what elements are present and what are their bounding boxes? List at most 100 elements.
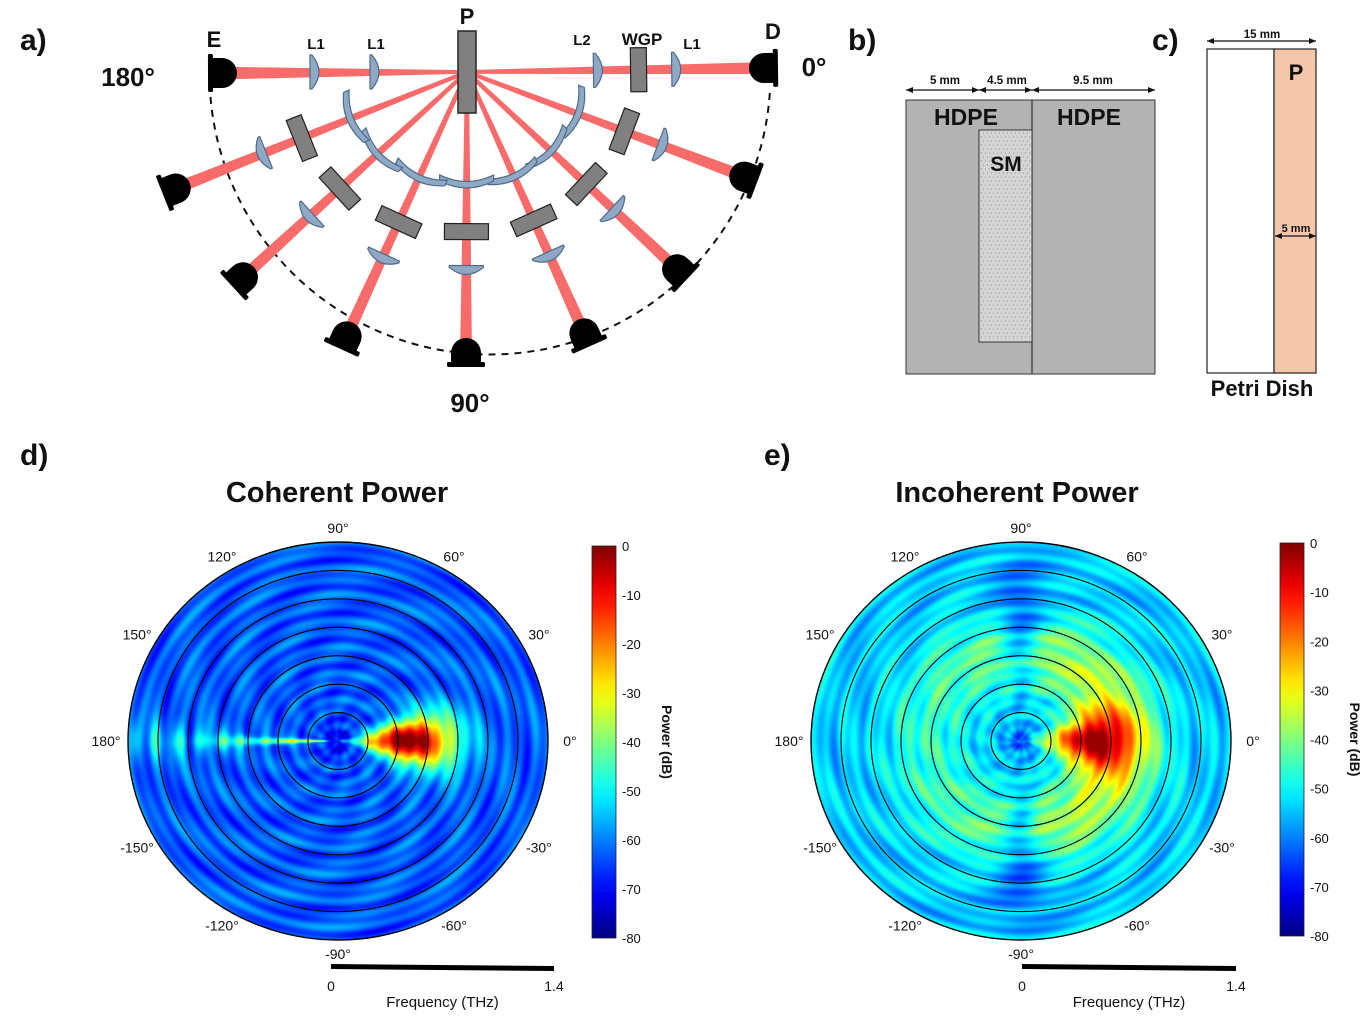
- sm-texture-dot: [1008, 256, 1011, 258]
- sm-texture-dot: [1000, 144, 1003, 146]
- sample-label-p: P: [460, 4, 475, 29]
- dim-arrow-4-5mm-head: [979, 87, 986, 93]
- lens-l1-det-1: [651, 127, 669, 162]
- sm-texture-dot: [1002, 164, 1005, 166]
- sm-texture-dot: [996, 264, 999, 266]
- sm-texture-dot: [994, 332, 997, 334]
- sm-texture-dot: [992, 232, 995, 234]
- sm-texture-dot: [1016, 208, 1019, 210]
- sm-texture-dot: [998, 284, 1001, 286]
- sm-texture-dot: [1022, 196, 1025, 198]
- sm-texture-dot: [1000, 168, 1003, 170]
- sm-texture-dot: [1020, 248, 1023, 250]
- sm-texture-dot: [984, 208, 987, 210]
- sm-texture-dot: [994, 252, 997, 254]
- sm-texture-dot: [988, 248, 991, 250]
- sm-texture-dot: [1018, 148, 1021, 150]
- detector-6: [220, 262, 258, 301]
- sm-texture-dot: [1030, 324, 1033, 326]
- polarizer-det-5: [374, 204, 423, 240]
- sm-texture-dot: [1010, 268, 1013, 270]
- sm-texture-dot: [1006, 292, 1009, 294]
- coherent-frequency-axis-label: Frequency (THz): [386, 994, 499, 1011]
- sm-texture-dot: [992, 152, 995, 154]
- incoherent-angle-tick: -60°: [1124, 917, 1150, 933]
- sm-texture-dot: [1018, 300, 1021, 302]
- dimension-arrows-c: [1207, 38, 1316, 239]
- sm-texture-dot: [1006, 308, 1009, 310]
- sm-texture-dot: [996, 288, 999, 290]
- sm-texture-dot: [1010, 236, 1013, 238]
- sm-texture-dot: [992, 256, 995, 258]
- detector-beam-4: [460, 77, 472, 358]
- sm-texture-dot: [1028, 240, 1031, 242]
- sm-texture-dot: [1000, 224, 1003, 226]
- sm-texture-dot: [1008, 304, 1011, 306]
- sm-texture-dot: [1022, 228, 1025, 230]
- sm-texture-dot: [1004, 336, 1007, 338]
- sm-texture-dot: [980, 192, 983, 194]
- dim-arrow-9-5mm-head: [1148, 87, 1155, 93]
- incoherent-angle-tick: 120°: [891, 549, 920, 565]
- sm-texture-dot: [1030, 220, 1033, 222]
- sm-texture-dot: [1014, 132, 1017, 134]
- sm-texture-dot: [996, 296, 999, 298]
- sm-texture-dot: [1000, 312, 1003, 314]
- sm-texture-dot: [1028, 176, 1031, 178]
- sm-texture-dot: [1020, 272, 1023, 274]
- sm-texture-dot: [994, 316, 997, 318]
- sm-texture-dot: [1004, 280, 1007, 282]
- coherent-angle-tick: -150°: [120, 840, 154, 856]
- sm-texture-dot: [1004, 160, 1007, 162]
- sm-texture-dot: [996, 144, 999, 146]
- sm-texture-dot: [1008, 216, 1011, 218]
- coherent-colorbar-tick: -20: [622, 637, 641, 652]
- sm-texture-dot: [1026, 156, 1029, 158]
- sm-texture-dot: [1002, 284, 1005, 286]
- sm-texture-dot: [988, 264, 991, 266]
- sm-texture-dot: [1024, 248, 1027, 250]
- sm-texture-dot: [994, 308, 997, 310]
- sm-texture-dot: [1020, 144, 1023, 146]
- sm-texture-dot: [992, 296, 995, 298]
- detector-3: [569, 318, 607, 354]
- sm-texture-dot: [986, 332, 989, 334]
- sm-texture-dot: [998, 212, 1001, 214]
- sm-texture-dot: [1014, 332, 1017, 334]
- sm-texture-dot: [1008, 240, 1011, 242]
- sm-texture-dot: [1004, 168, 1007, 170]
- sm-texture-dot: [980, 208, 983, 210]
- detector-4: [446, 338, 485, 368]
- sm-texture-dot: [1028, 288, 1031, 290]
- sm-texture-dot: [992, 288, 995, 290]
- sm-texture-dot: [982, 132, 985, 134]
- lens-l2-det-5: [395, 156, 449, 187]
- coherent-colorbar-tick: -70: [622, 882, 641, 897]
- sm-texture-dot: [980, 224, 983, 226]
- sm-texture-dot: [984, 304, 987, 306]
- angle-label-90: 90°: [450, 388, 489, 418]
- sm-texture-dot: [1006, 332, 1009, 334]
- incoherent-colorbar-tick: -50: [1310, 782, 1329, 797]
- source-beam: [235, 67, 458, 79]
- sm-texture-dot: [988, 320, 991, 322]
- sm-texture-dot: [1010, 276, 1013, 278]
- sm-texture-dot: [1016, 184, 1019, 186]
- polarizer-det-1: [608, 107, 641, 156]
- sm-texture-dot: [1008, 232, 1011, 234]
- sm-texture-dot: [990, 228, 993, 230]
- sm-texture-dot: [982, 228, 985, 230]
- sm-texture-dot: [990, 172, 993, 174]
- sm-texture-dot: [986, 188, 989, 190]
- dim-arrow-4-5mm-head: [1025, 87, 1032, 93]
- sm-texture-dot: [986, 244, 989, 246]
- sm-texture-dot: [996, 336, 999, 338]
- sm-texture-dot: [1014, 316, 1017, 318]
- sm-texture-dot: [1002, 220, 1005, 222]
- sm-texture-dot: [1006, 196, 1009, 198]
- sm-texture-dot: [1012, 144, 1015, 146]
- lens-label-l2: L2: [573, 32, 591, 49]
- sm-texture-dot: [1010, 196, 1013, 198]
- lens-l1-det-2: [599, 194, 626, 223]
